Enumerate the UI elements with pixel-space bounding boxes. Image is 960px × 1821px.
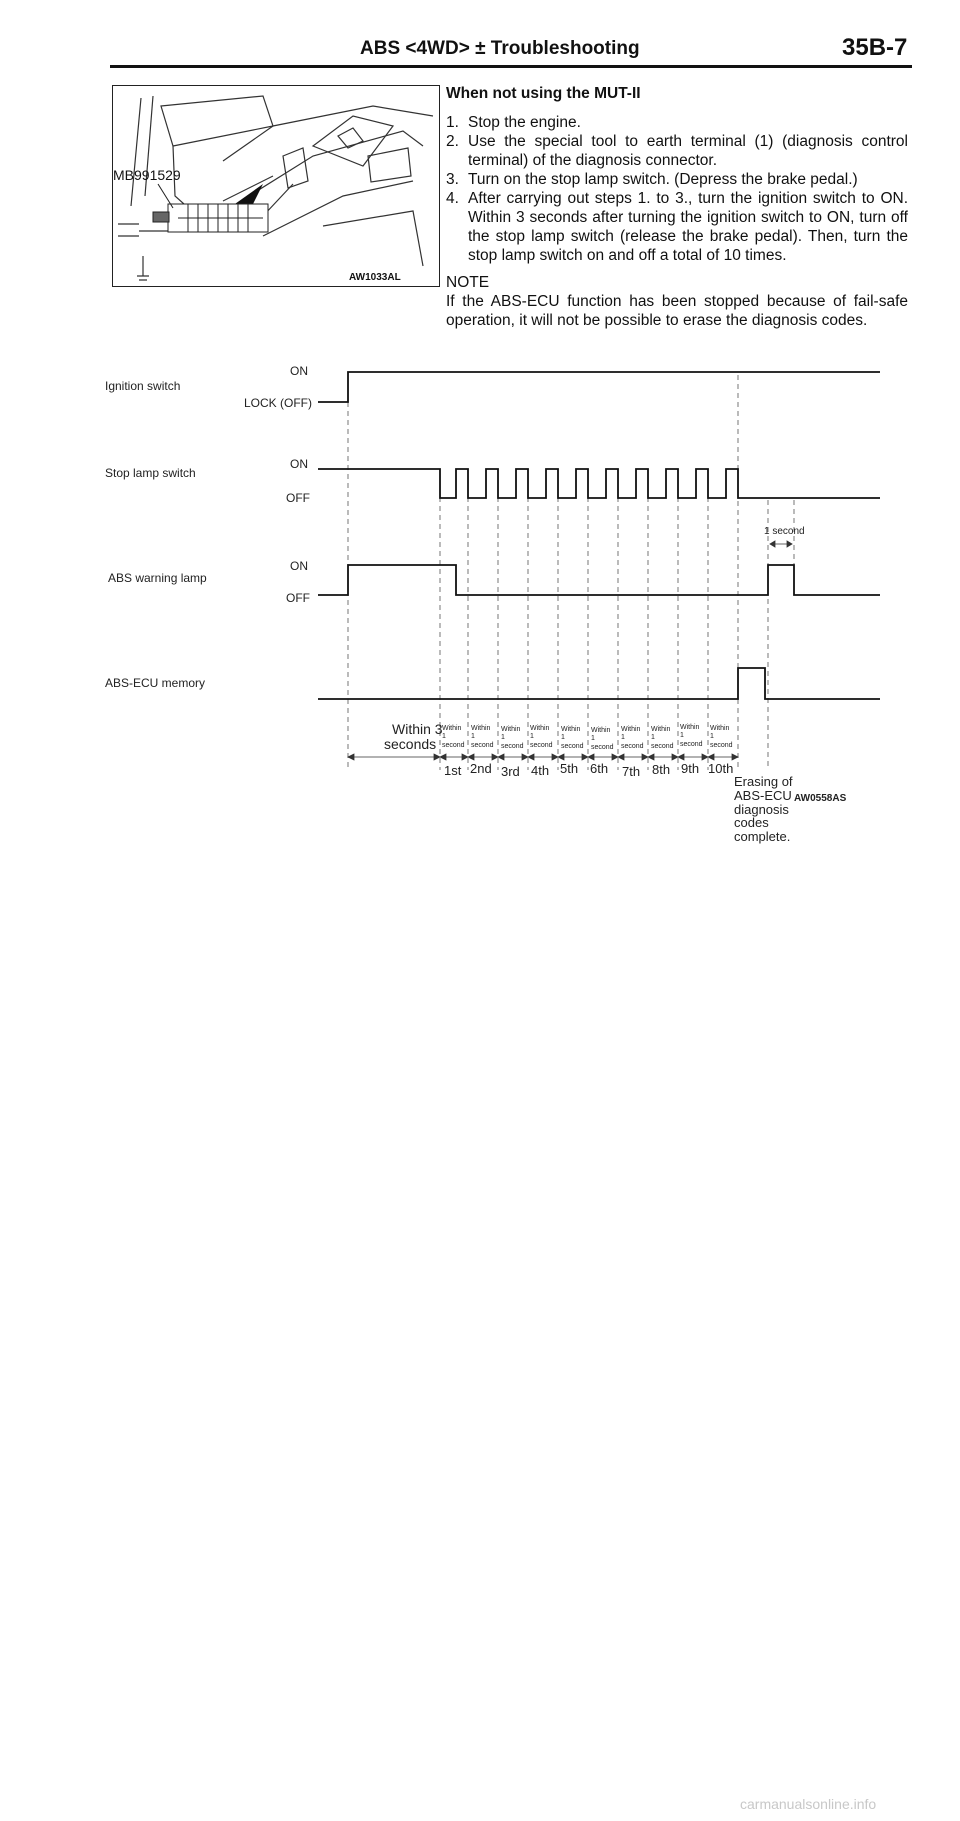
header-rule [110,65,912,68]
svg-text:Within: Within [710,725,730,732]
stop-lamp-waveform [318,468,880,499]
step-item: 2.Use the special tool to earth terminal… [446,133,908,169]
erasing-complete-label: Erasing of ABS-ECU diagnosis codes compl… [734,774,793,844]
svg-text:1: 1 [591,735,595,742]
waveforms [318,371,880,700]
svg-text:Within: Within [471,725,491,732]
timing-diagram: Ignition switch ON LOCK (OFF) Stop lamp … [100,360,900,860]
ordinal-label: 4th [531,763,549,778]
within-three-line: seconds [384,736,436,752]
svg-text:1: 1 [621,734,625,741]
erasing-line: codes [734,815,769,830]
source-watermark: carmanualsonline.info [740,1796,877,1812]
tool-number-label: MB991529 [113,167,181,183]
procedure-text: When not using the MUT-II 1.Stop the eng… [446,84,908,330]
ordinal-label: 2nd [470,761,492,776]
ordinal-label: 1st [444,763,462,778]
svg-text:second: second [710,742,733,749]
guide-lines [347,375,795,770]
svg-text:second: second [561,743,584,750]
svg-text:second: second [621,743,644,750]
svg-text:second: second [471,742,494,749]
signal-name-label: Ignition switch [105,379,180,393]
signal-name-label: Stop lamp switch [105,466,196,480]
one-second-dimension [769,540,793,548]
erasing-line: diagnosis [734,802,789,817]
signal-labels: Ignition switch ON LOCK (OFF) Stop lamp … [105,364,312,690]
svg-text:Within: Within [442,725,462,732]
signal-off-label: OFF [286,591,310,605]
erasing-line: Erasing of [734,774,793,789]
erasing-line: complete. [734,829,790,844]
one-second-label: 1 second [764,526,805,537]
diagram-code: AW0558AS [794,793,847,804]
svg-text:Within: Within [530,725,550,732]
ordinal-label: 3rd [501,764,520,779]
svg-text:1: 1 [530,733,534,740]
ecu-memory-waveform [318,667,880,700]
svg-text:1: 1 [651,734,655,741]
signal-name-label: ABS-ECU memory [105,676,205,690]
figure-code: AW1033AL [349,272,401,283]
svg-text:Within: Within [561,726,581,733]
note-label: NOTE [446,274,490,291]
svg-text:second: second [680,741,703,748]
svg-text:1: 1 [710,733,714,740]
signal-on-label: ON [290,559,308,573]
signal-name-label: ABS warning lamp [108,571,207,585]
ordinal-label: 9th [681,761,699,776]
svg-text:1: 1 [442,733,446,740]
step-item: 3.Turn on the stop lamp switch. (Depress… [446,171,858,188]
svg-text:1: 1 [680,732,684,739]
page-number: 35B-7 [842,34,908,61]
ordinal-label: 6th [590,761,608,776]
svg-text:second: second [442,742,465,749]
within-three-seconds: Within 3 seconds [384,721,443,752]
warning-lamp-waveform [318,564,880,596]
ordinal-label: 5th [560,761,578,776]
signal-off-label: OFF [286,491,310,505]
steps-list: 1.Stop the engine. 2.Use the special too… [446,113,908,265]
signal-on-label: ON [290,364,308,378]
signal-off-label: LOCK (OFF) [244,396,312,410]
step-item: 1.Stop the engine. [446,114,581,131]
svg-text:1: 1 [471,733,475,740]
within-three-line: Within 3 [392,721,443,737]
interval-arrows [347,753,739,761]
svg-text:Within: Within [680,724,700,731]
note-text: If the ABS-ECU function has been stopped… [446,293,908,329]
connector-illustration: MB991529 AW1033AL [112,85,440,287]
ordinal-label: 10th [708,761,733,776]
ordinal-label: 7th [622,764,640,779]
svg-text:second: second [651,743,674,750]
ordinal-label: 8th [652,762,670,777]
ordinal-labels: 1st 2nd 3rd 4th 5th 6th 7th 8th 9th 10th [444,761,733,779]
svg-text:Within: Within [591,727,611,734]
page-header-title: ABS <4WD> ± Troubleshooting [360,38,640,59]
svg-text:second: second [591,744,614,751]
erasing-line: ABS-ECU [734,788,792,803]
svg-text:Within: Within [621,726,641,733]
procedure-subheading: When not using the MUT-II [446,85,641,102]
svg-text:Within: Within [501,726,521,733]
svg-text:1: 1 [561,734,565,741]
svg-text:second: second [501,743,524,750]
signal-on-label: ON [290,457,308,471]
step-item: 4.After carrying out steps 1. to 3., tur… [446,190,908,264]
ignition-waveform [318,371,880,403]
svg-text:1: 1 [501,734,505,741]
svg-text:second: second [530,742,553,749]
svg-text:Within: Within [651,726,671,733]
